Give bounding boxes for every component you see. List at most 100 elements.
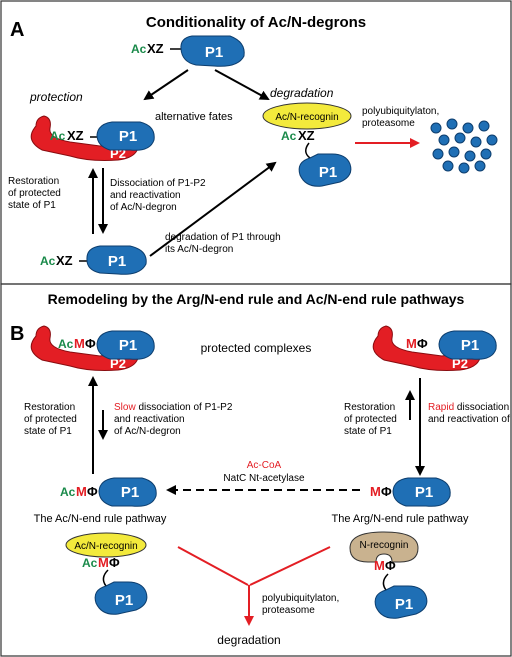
degradation-b-label: degradation	[217, 633, 280, 647]
right-m-phi-p1: M Φ P1	[370, 477, 451, 507]
recognin-shape	[262, 102, 352, 130]
p2-label: P2	[452, 356, 468, 371]
ac-label: Ac	[58, 337, 74, 351]
fragment-dot	[448, 146, 460, 158]
top-ac-xz-p1: Ac XZ P1	[131, 35, 245, 67]
p1-label: P1	[319, 164, 337, 181]
panel-b-letter: B	[10, 323, 24, 345]
ac-pathway-label: The Ac/N-end rule pathway	[34, 513, 167, 525]
p1-shape	[96, 330, 155, 360]
ac-label: Ac	[131, 42, 147, 56]
p1-shape	[94, 581, 148, 615]
rapid-dissociation-line: Rapid dissociation of P1-P2	[428, 402, 512, 413]
panel-a-letter: A	[10, 19, 24, 41]
phi-label: Φ	[381, 484, 392, 499]
fragment-dot	[458, 162, 470, 174]
p2-label: P2	[110, 356, 126, 371]
protected-complexes-label: protected complexes	[201, 341, 312, 355]
phi-label: Φ	[87, 484, 98, 499]
polyub-line-2: proteasome	[362, 118, 415, 129]
restoration-line-3: state of P1	[8, 200, 56, 211]
n-recognin-shape	[349, 531, 419, 563]
polyub-line-1: polyubiquitylaton,	[362, 106, 439, 117]
ac-label: Ac	[281, 129, 297, 143]
fragment-dot	[438, 134, 450, 146]
n-recognin-label: N-recognin	[360, 540, 409, 551]
p1-shape	[374, 585, 428, 619]
restoration-line-1: Restoration	[8, 176, 59, 187]
protected-complex-a: P2 Ac XZ P1	[30, 115, 155, 161]
ac-coa-label: Ac-CoA	[247, 460, 282, 471]
and-reactivation-line: and reactivation	[114, 414, 185, 425]
m-label: M	[98, 555, 109, 570]
fragment-dot	[442, 160, 454, 172]
ac-recognin-complex: Ac/N-recognin Ac M Φ P1	[65, 532, 148, 615]
left-ac-m-phi-p1: Ac M Φ P1	[60, 477, 157, 507]
right-restoration-line-1: Restoration	[344, 402, 395, 413]
p1-label: P1	[108, 253, 126, 270]
p1-shape	[98, 477, 157, 507]
m-label: M	[406, 336, 417, 351]
m-label: M	[76, 484, 87, 499]
m-label: M	[370, 484, 381, 499]
fragment-dot	[470, 136, 482, 148]
ac-label: Ac	[40, 254, 56, 268]
phi-label: Φ	[417, 336, 428, 351]
arg-pathway-label: The Arg/N-end rule pathway	[332, 513, 469, 525]
panel-b-title: Remodeling by the Arg/N-end rule and Ac/…	[48, 291, 465, 307]
p1-shape	[86, 245, 147, 275]
p1-label: P1	[115, 592, 133, 609]
natc-label: NatC Nt-acetylase	[223, 473, 305, 484]
p1-label: P1	[461, 337, 479, 354]
p1-shape	[438, 330, 497, 360]
p1-label: P1	[395, 596, 413, 613]
peptide-fragments	[430, 118, 498, 174]
p1-shape	[298, 153, 352, 187]
degradation-label: degradation	[270, 86, 334, 100]
dissociation-line-3: of Ac/N-degron	[110, 202, 177, 213]
recognin-complex-a: Ac/N-recognin Ac XZ P1	[262, 102, 352, 187]
fragment-dot	[480, 148, 492, 160]
ac-recognin-shape	[65, 532, 147, 558]
fragment-dot	[430, 122, 442, 134]
p1-label: P1	[205, 44, 223, 61]
m-label: M	[374, 558, 385, 573]
n-recognin-complex: N-recognin M Φ P1	[349, 531, 428, 619]
fragment-dot	[446, 118, 458, 130]
fragment-dot	[432, 148, 444, 160]
left-restoration-line-3: state of P1	[24, 426, 72, 437]
panel-a-title: Conditionality of Ac/N-degrons	[146, 14, 366, 31]
p1-shape	[392, 477, 451, 507]
polyub-b-line-1: polyubiquitylaton,	[262, 593, 339, 604]
slow-dissociation-line: Slow dissociation of P1-P2	[114, 402, 233, 413]
phi-label: Φ	[85, 336, 96, 351]
xz-label: XZ	[147, 41, 164, 56]
xz-label: XZ	[56, 253, 73, 268]
p1-label: P1	[119, 337, 137, 354]
fragment-dot	[454, 132, 466, 144]
ac-label: Ac	[60, 485, 76, 499]
restoration-line-2: of protected	[8, 188, 61, 199]
recognin-label: Ac/N-recognin	[275, 112, 338, 123]
degradation-p1-line-2: its Ac/N-degron	[165, 244, 233, 255]
p1-label: P1	[121, 484, 139, 501]
right-restoration-line-3: state of P1	[344, 426, 392, 437]
dissociation-line-2: and reactivation	[110, 190, 181, 201]
fragment-dot	[474, 160, 486, 172]
ac-label: Ac	[50, 129, 66, 143]
p1-shape	[180, 35, 245, 67]
fragment-dot	[462, 122, 474, 134]
p1-shape	[96, 121, 155, 151]
polyub-b-line-2: proteasome	[262, 605, 315, 616]
right-protected-complex: P2 M Φ P1	[372, 325, 497, 371]
xz-label: XZ	[298, 128, 315, 143]
fragment-dot	[478, 120, 490, 132]
bottom-ac-xz-p1: Ac XZ P1	[40, 245, 147, 275]
dissociation-line-1: Dissociation of P1-P2	[110, 178, 206, 189]
alternative-fates-label: alternative fates	[155, 111, 233, 123]
degradation-p1-line-1: degradation of P1 through	[165, 232, 281, 243]
p1-label: P1	[119, 128, 137, 145]
protection-label: protection	[29, 90, 83, 104]
fragment-dot	[464, 150, 476, 162]
